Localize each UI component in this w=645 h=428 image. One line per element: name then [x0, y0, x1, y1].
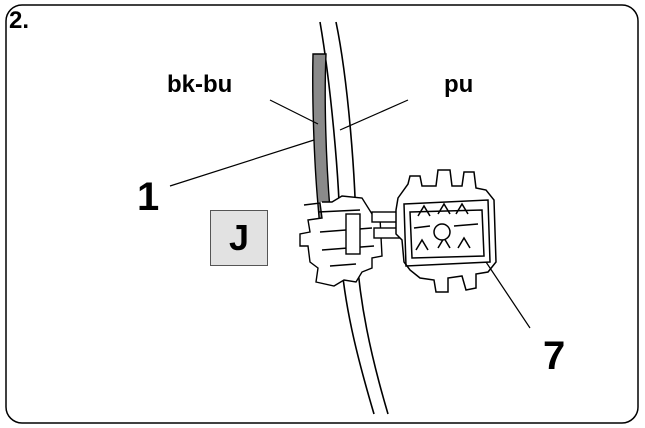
wire-label-bk-bu: bk-bu	[167, 71, 233, 98]
wire-label-pu: pu	[444, 71, 474, 98]
callout-7: 7	[543, 334, 566, 378]
leader-bk-bu	[269, 99, 319, 125]
step-number: 2.	[9, 7, 30, 34]
region-badge-letter: J	[228, 217, 250, 258]
connector-7	[395, 169, 497, 293]
leader-pu	[339, 99, 409, 131]
region-badge: J	[210, 210, 268, 266]
leader-7	[485, 261, 531, 329]
harness-clip	[299, 195, 383, 287]
leader-1	[169, 139, 315, 187]
callout-1: 1	[137, 175, 160, 219]
